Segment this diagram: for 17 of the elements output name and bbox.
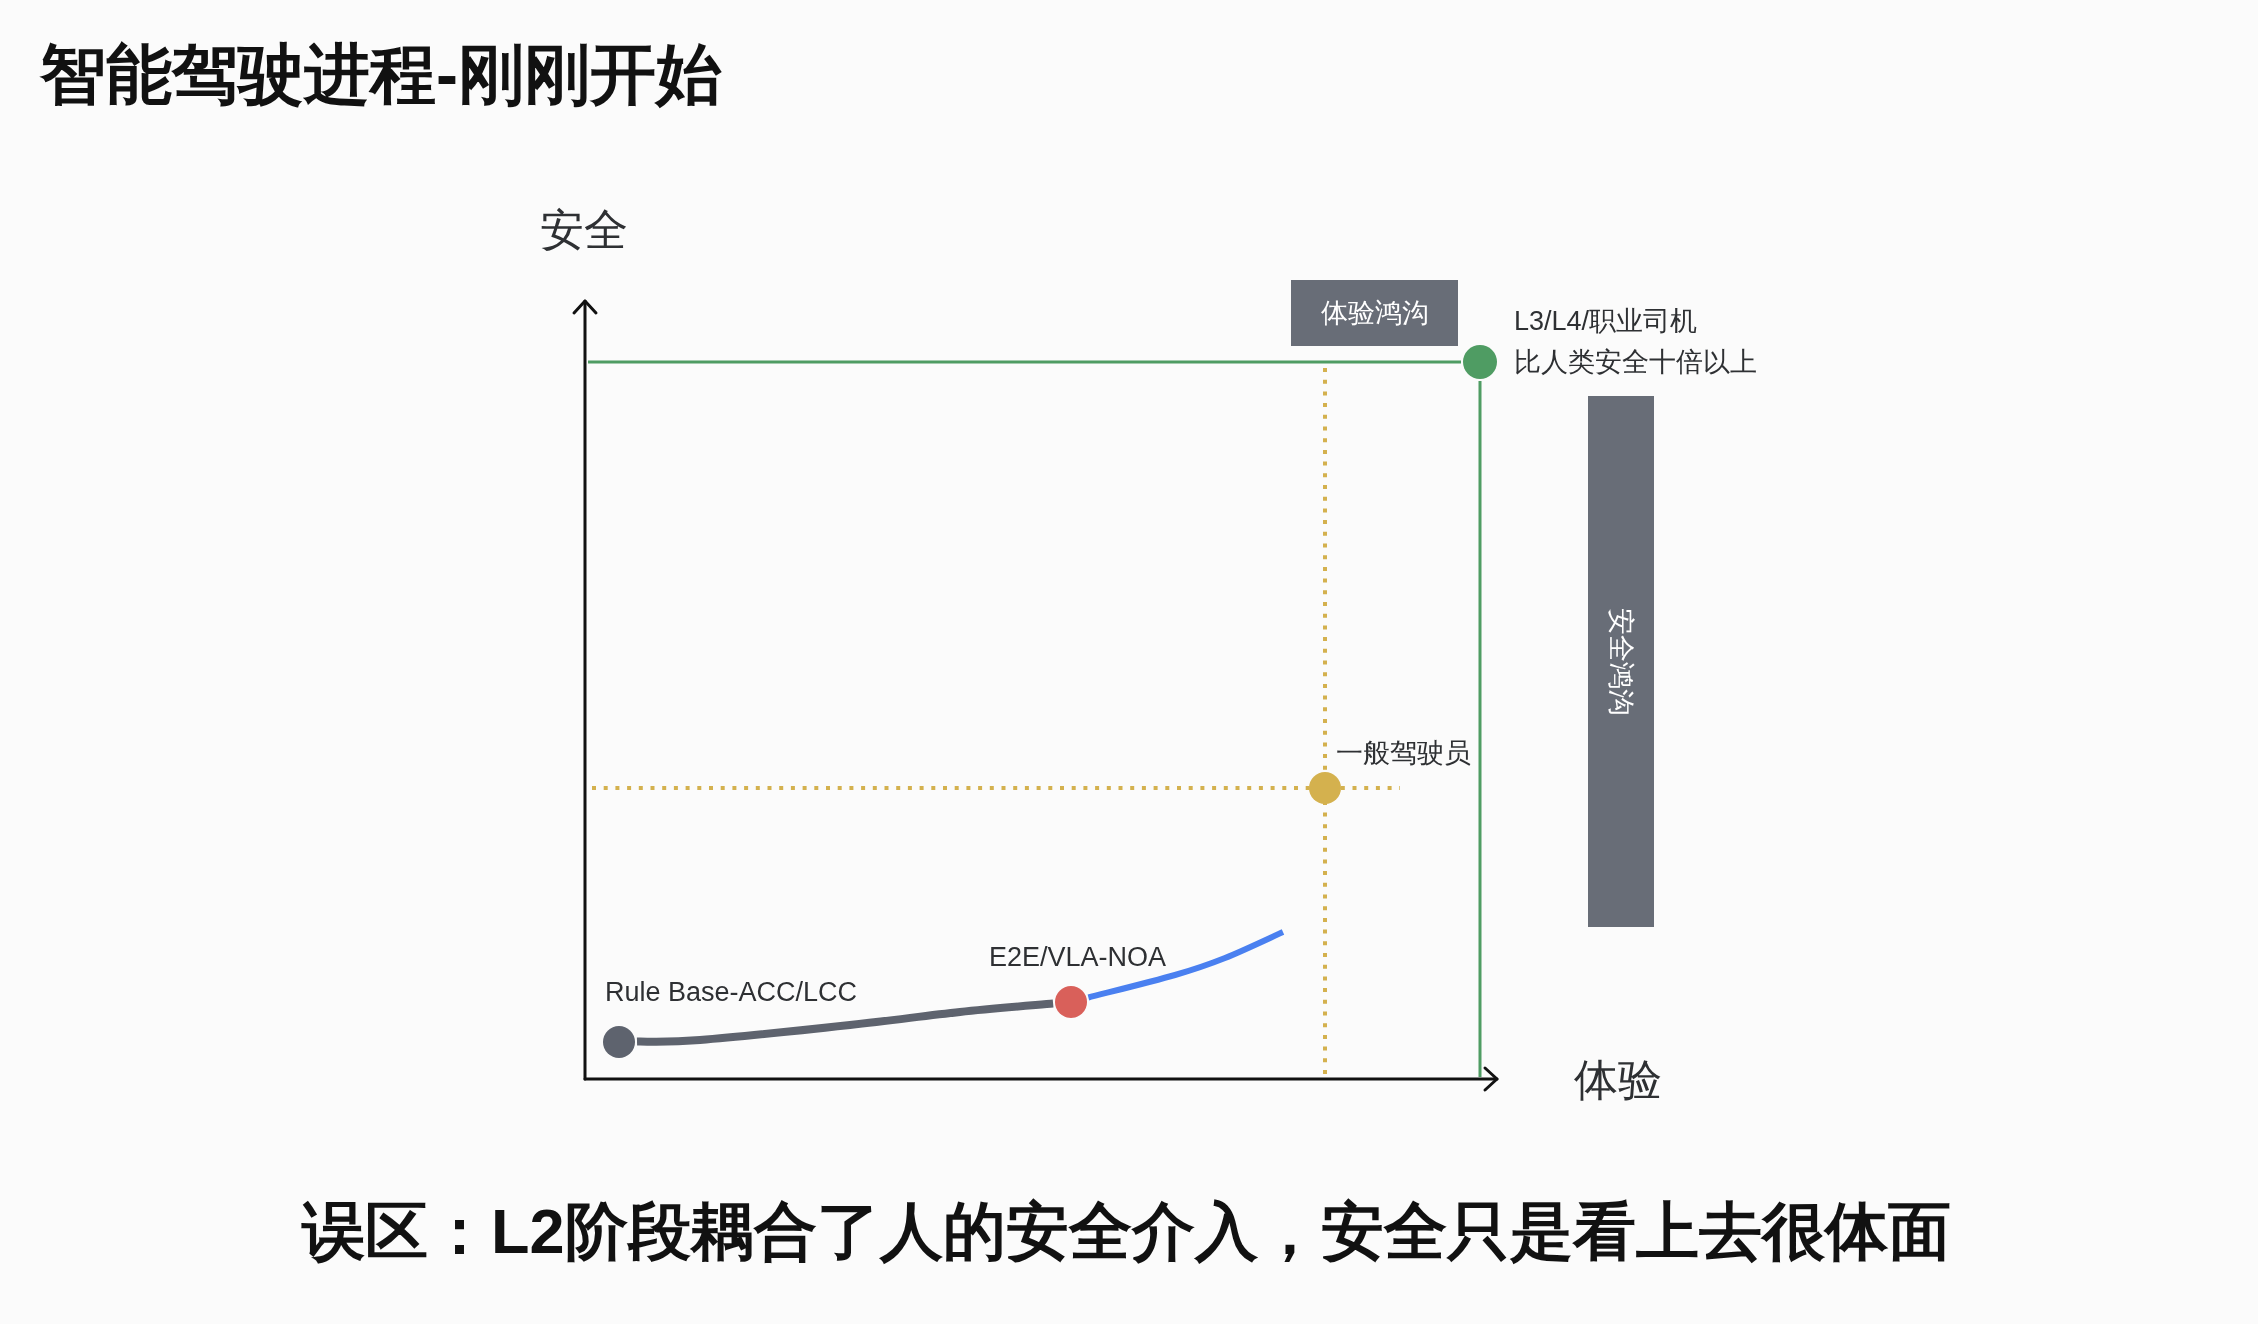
point-label: Rule Base-ACC/LCC	[605, 976, 858, 1009]
axis-label: 体验	[1574, 1055, 1662, 1106]
dot-marker	[1463, 345, 1497, 379]
point-label: E2E/VLA-NOA	[989, 941, 1167, 974]
dot-marker	[1309, 772, 1341, 804]
vertical-bar: 安全鸿沟	[1588, 396, 1654, 927]
curve-line	[1087, 929, 1285, 1001]
axis-label: 安全	[540, 205, 628, 256]
point-label: 比人类安全十倍以上	[1514, 346, 1757, 379]
point-label: 一般驾驶员	[1336, 737, 1471, 770]
curve-line	[636, 999, 1054, 1046]
dot-marker	[603, 1026, 635, 1058]
label-box: 体验鸿沟	[1291, 280, 1458, 346]
dot-marker	[1055, 986, 1087, 1018]
title: 智能驾驶进程-刚刚开始	[40, 38, 722, 112]
caption: 误区：L2阶段耦合了人的安全介入，安全只是看上去很体面	[302, 1196, 1951, 1267]
point-label: L3/L4/职业司机	[1514, 305, 1698, 338]
